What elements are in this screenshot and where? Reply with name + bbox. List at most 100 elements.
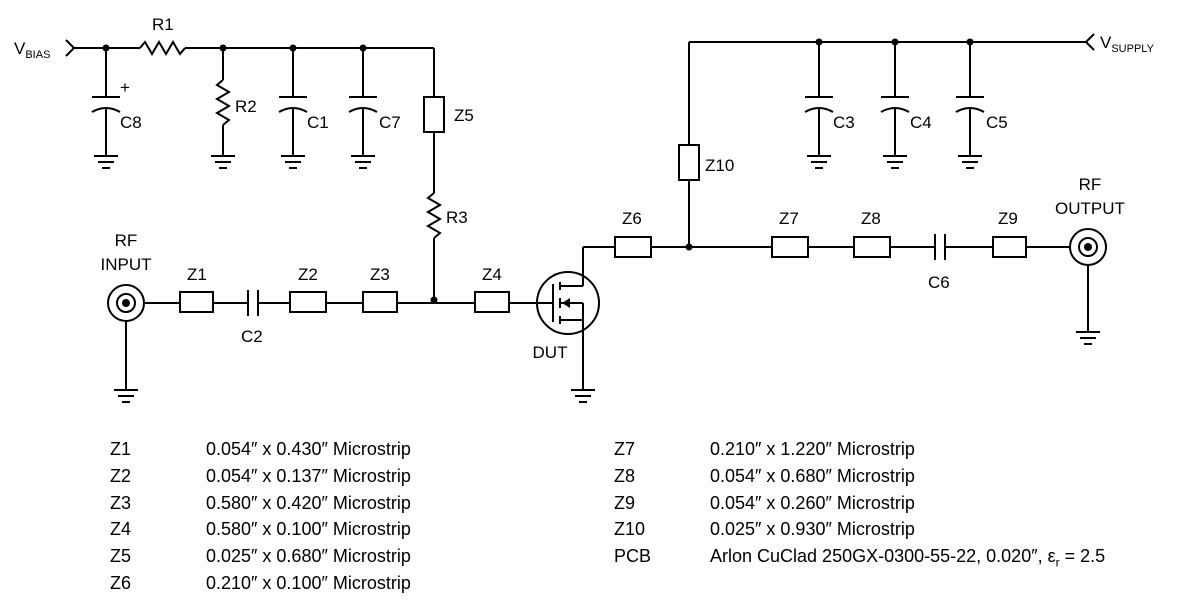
legend-ref: Z7	[614, 439, 636, 459]
rf-input-line	[107, 284, 545, 403]
c8-label: C8	[120, 113, 142, 132]
bias-rail	[65, 39, 434, 57]
ground-icon	[571, 389, 595, 403]
r1-label: R1	[152, 15, 174, 34]
legend-desc: 0.054″ x 0.430″ Microstrip	[206, 439, 411, 459]
c3-capacitor	[804, 42, 834, 169]
legend-ref: Z10	[614, 519, 646, 540]
rf-output-label-line2: OUTPUT	[1055, 199, 1125, 218]
z1-label: Z1	[187, 265, 207, 284]
c2-label: C2	[241, 327, 263, 346]
c6-capacitor	[934, 234, 946, 260]
z9-label: Z9	[998, 209, 1018, 228]
c5-label: C5	[986, 113, 1008, 132]
z8-microstrip	[853, 236, 891, 258]
ground-icon	[958, 155, 982, 169]
legend-row: Z2 0.054″ x 0.137″ Microstrip	[110, 463, 570, 490]
ground-icon	[211, 155, 235, 169]
r2-label: R2	[235, 97, 257, 116]
legend-desc: 0.210″ x 0.100″ Microstrip	[206, 572, 411, 593]
legend-desc: 0.580″ x 0.420″ Microstrip	[206, 492, 411, 513]
z2-microstrip	[289, 291, 327, 313]
legend-ref: Z2	[110, 465, 132, 486]
z6-label: Z6	[622, 209, 642, 228]
legend-ref: Z1	[110, 439, 132, 459]
rf-input-connector	[107, 284, 145, 322]
legend-row: Z5 0.025″ x 0.680″ Microstrip	[110, 543, 570, 570]
ground-icon	[807, 155, 831, 169]
legend-desc: 0.025″ x 0.680″ Microstrip	[206, 546, 411, 567]
c7-label: C7	[379, 113, 401, 132]
legend-row: Z1 0.054″ x 0.430″ Microstrip	[110, 436, 570, 463]
z3-microstrip	[362, 291, 398, 313]
z10-microstrip	[678, 144, 700, 181]
z6-microstrip	[614, 236, 652, 258]
legend-ref: Z9	[614, 492, 636, 513]
legend-ref: Z3	[110, 492, 132, 513]
vbias-arrow	[65, 39, 76, 57]
ground-icon	[1076, 331, 1100, 345]
ground-icon	[281, 155, 305, 169]
pcb-spec-tail: = 2.5	[1059, 546, 1106, 567]
c6-label: C6	[928, 273, 950, 292]
rf-output-label-line1: RF	[1079, 175, 1102, 194]
ground-icon	[114, 389, 138, 403]
legend-row: Z9 0.054″ x 0.260″ Microstrip	[614, 490, 1174, 517]
z10-label: Z10	[705, 156, 734, 175]
rf-output-line	[583, 228, 1107, 345]
c1-capacitor	[278, 48, 308, 169]
supply-rail	[678, 33, 1095, 247]
legend-desc: 0.054″ x 0.137″ Microstrip	[206, 465, 411, 486]
legend-row: Z10 0.025″ x 0.930″ Microstrip	[614, 516, 1174, 543]
legend-row: Z8 0.054″ x 0.680″ Microstrip	[614, 463, 1174, 490]
legend-desc: 0.054″ x 0.680″ Microstrip	[710, 465, 915, 486]
z5-microstrip	[423, 96, 445, 133]
vsupply-label: VSUPPLY	[1100, 33, 1155, 55]
z4-microstrip	[474, 291, 510, 313]
c7-capacitor	[348, 48, 378, 169]
legend-row: Z3 0.580″ x 0.420″ Microstrip	[110, 490, 570, 517]
z5-r3-branch	[423, 48, 445, 304]
rf-input-label-line1: RF	[115, 231, 138, 250]
z2-label: Z2	[298, 265, 318, 284]
vsupply-arrow	[1084, 33, 1095, 51]
c8-capacitor	[91, 48, 121, 169]
legend-ref: Z5	[110, 546, 132, 567]
z3-label: Z3	[370, 265, 390, 284]
legend-ref: Z8	[614, 465, 636, 486]
rf-input-label-line2: INPUT	[101, 255, 152, 274]
circuit-schematic: VBIAS VSUPPLY R1 R2 R3 + C8 C1 C7 Z5 C3 …	[14, 15, 1155, 403]
dut-label: DUT	[533, 343, 568, 362]
legend-desc: 0.580″ x 0.100″ Microstrip	[206, 519, 411, 540]
z5-label: Z5	[454, 106, 474, 125]
c3-label: C3	[833, 113, 855, 132]
legend-desc: 0.025″ x 0.930″ Microstrip	[710, 519, 915, 540]
ground-icon	[351, 155, 375, 169]
r3-label: R3	[446, 208, 468, 227]
c2-capacitor	[247, 290, 259, 316]
ground-icon	[94, 155, 118, 169]
z7-label: Z7	[779, 209, 799, 228]
c1-label: C1	[307, 113, 329, 132]
z8-label: Z8	[861, 209, 881, 228]
r1-resistor	[139, 40, 186, 56]
dut-transistor	[536, 247, 600, 403]
r2-resistor	[211, 48, 235, 169]
c8-polarity-label: +	[120, 78, 130, 97]
z7-microstrip	[771, 236, 809, 258]
rf-output-connector	[1069, 228, 1107, 266]
ground-icon	[883, 155, 907, 169]
vbias-label: VBIAS	[14, 39, 50, 61]
legend-desc: 0.054″ x 0.260″ Microstrip	[710, 492, 915, 513]
z1-microstrip	[179, 291, 214, 313]
legend-desc: 0.210″ x 1.220″ Microstrip	[710, 439, 915, 459]
c4-capacitor	[880, 42, 910, 169]
legend-ref: PCB	[614, 546, 652, 567]
legend-row: Z7 0.210″ x 1.220″ Microstrip	[614, 436, 1174, 463]
z9-microstrip	[992, 236, 1027, 258]
c5-capacitor	[955, 42, 985, 169]
z4-label: Z4	[482, 265, 502, 284]
